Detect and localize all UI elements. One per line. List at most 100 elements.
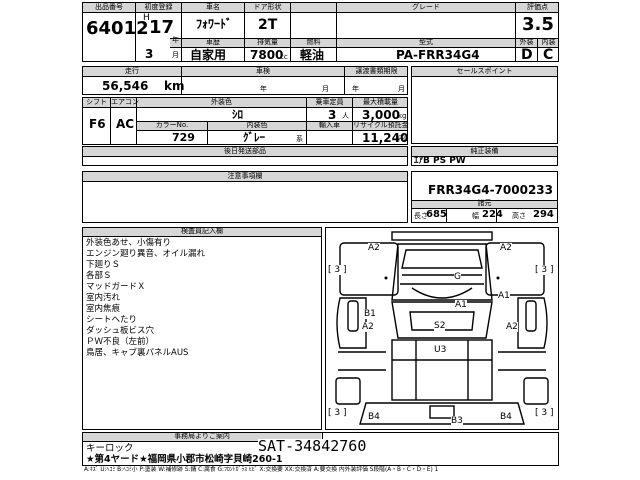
width-label: 幅 xyxy=(472,212,479,220)
inspector-note: 下廻りＳ xyxy=(86,260,121,270)
inspector-label: 検査員記入欄 xyxy=(181,227,223,235)
fuel-value: 軽油 xyxy=(300,48,325,62)
displacement-unit: cc xyxy=(280,53,288,61)
equipment-value: ｴｱB PS PW xyxy=(414,156,466,166)
damage-mark: A1 xyxy=(498,291,510,301)
capacity-label: 乗車定員 xyxy=(315,98,344,106)
recycle-unit: 円 xyxy=(398,135,405,143)
color-no-label: カラーNo. xyxy=(155,121,189,129)
color-label: 外装色 xyxy=(211,98,232,106)
int-color-label: 内装色 xyxy=(246,121,268,129)
int-color-unit: 系 xyxy=(296,135,303,143)
ac-label: エアコン xyxy=(111,98,139,106)
equipment-label: 純正装備 xyxy=(470,147,499,155)
inspector-note: エンジン廻り異音、オイル漏れ xyxy=(86,249,206,259)
inspection-label: 車検 xyxy=(256,67,270,75)
inspector-note: 室内汚れ xyxy=(86,293,121,303)
width-value: 224 xyxy=(482,209,503,220)
chassis-number: FRR34G4-7000233 xyxy=(428,183,554,197)
capacity-value: 3 xyxy=(328,108,337,122)
inspector-note: 外装色あせ、小傷有り xyxy=(86,238,172,248)
damage-mark: A2 xyxy=(368,243,380,253)
damage-mark: A2 xyxy=(500,243,512,253)
height-label: 高さ xyxy=(512,212,526,220)
lot-no-label: 出品番号 xyxy=(95,3,123,11)
office-label: 事務局よりご案内 xyxy=(174,432,230,440)
recycle-label: リサイクル預託金 xyxy=(353,121,409,129)
model-value: PA-FRR34G4 xyxy=(396,48,480,62)
damage-mark: B3 xyxy=(451,416,463,426)
era-letter: H xyxy=(143,13,150,23)
interior-score-value: C xyxy=(543,47,554,63)
reg-year: 17 xyxy=(149,17,175,38)
transfer-year-unit: 年 xyxy=(352,85,359,93)
load-label: 最大積載量 xyxy=(363,98,398,106)
inspector-note: 鳥居、キャブ裏パネルAUS xyxy=(86,348,189,358)
damage-mark: A1 xyxy=(455,300,467,310)
color-no-value: 729 xyxy=(172,131,195,144)
mileage-value: 56,546 xyxy=(102,79,149,93)
damage-mark: [ 3 ] xyxy=(328,408,347,418)
mileage-label: 走行 xyxy=(125,67,139,75)
load-value: 3,000 xyxy=(362,108,400,122)
damage-mark: G xyxy=(454,272,461,282)
shift-value: F6 xyxy=(89,117,106,131)
car-type-label: 車歴 xyxy=(206,38,220,46)
damage-mark: [ 3 ] xyxy=(328,265,347,275)
damage-mark: B4 xyxy=(500,412,512,422)
first-reg-label: 初度登録 xyxy=(144,3,173,11)
damage-mark: S2 xyxy=(434,321,446,331)
import-label: 輸入車 xyxy=(319,121,340,129)
office-line-2: ★第4ヤード★福岡県小郡市松崎字貝崎260-1 xyxy=(86,454,283,465)
notice-label: 注意事項欄 xyxy=(227,172,263,180)
dims-label: 諸元 xyxy=(477,199,492,207)
load-unit: kg xyxy=(398,112,407,120)
displacement-value: 7800 xyxy=(250,48,284,62)
doors-value: 2T xyxy=(258,17,278,33)
usage-value: 自家用 xyxy=(190,48,227,62)
fuel-label: 燃料 xyxy=(306,38,321,46)
reg-year-unit: 年 xyxy=(172,36,179,44)
inspector-note: シートへたり xyxy=(86,315,138,325)
score-label: 評価点 xyxy=(527,3,548,11)
damage-mark: B4 xyxy=(368,412,380,422)
office-line-1: キーロック xyxy=(86,443,134,454)
damage-mark: A2 xyxy=(362,322,374,332)
inspector-note: ＰＷ不良（左前） xyxy=(86,337,155,347)
height-value: 294 xyxy=(533,209,554,220)
ac-value: AC xyxy=(116,117,135,131)
damage-mark: B1 xyxy=(364,309,376,319)
reg-month: 3 xyxy=(145,47,154,61)
exterior-score-label: 外装 xyxy=(519,38,534,46)
shift-label: シフト xyxy=(86,98,107,106)
length-label: 長さ xyxy=(414,212,428,220)
car-name-value: ﾌｫﾜｰﾄﾞ xyxy=(196,17,233,31)
interior-score-label: 内装 xyxy=(541,38,556,46)
transfer-month-unit: 月 xyxy=(398,85,405,93)
damage-mark: U3 xyxy=(434,345,447,355)
mileage-unit: km xyxy=(164,79,185,93)
damage-mark: [ 3 ] xyxy=(535,265,554,275)
int-color-value: ｸﾞﾚｰ xyxy=(243,131,265,144)
car-name-label: 車名 xyxy=(206,3,220,11)
recycle-value: 11,240 xyxy=(362,131,409,145)
inspector-note: マッドガードＸ xyxy=(86,282,146,292)
doors-label: ドア形状 xyxy=(253,3,282,11)
grade-label: グレード xyxy=(412,3,440,11)
after-parts-label: 後日発送部品 xyxy=(224,147,266,155)
model-label: 型式 xyxy=(419,38,433,46)
truck-damage-diagram xyxy=(335,231,549,425)
displacement-label: 排気量 xyxy=(257,38,278,46)
damage-mark: A2 xyxy=(506,322,518,332)
legend-text: A:ｷｽﾞ U:ﾍｺﾐ B:ﾍｺﾐ小 P:塗装 W:補修跡 S:錆 C:腐食 G… xyxy=(84,467,439,473)
inspector-note: 室内焦痕 xyxy=(86,304,121,314)
reg-month-unit: 月 xyxy=(172,51,179,59)
inspection-year-unit: 年 xyxy=(260,85,267,93)
stamp-code: SAT-34842760 xyxy=(258,437,367,455)
capacity-unit: 人 xyxy=(342,112,349,120)
damage-mark: [ 3 ] xyxy=(535,408,554,418)
inspection-month-unit: 月 xyxy=(322,85,329,93)
inspector-note: ダッシュ板ビス穴 xyxy=(86,326,155,336)
color-value: ｼﾛ xyxy=(232,108,243,121)
exterior-score-value: D xyxy=(521,47,533,63)
